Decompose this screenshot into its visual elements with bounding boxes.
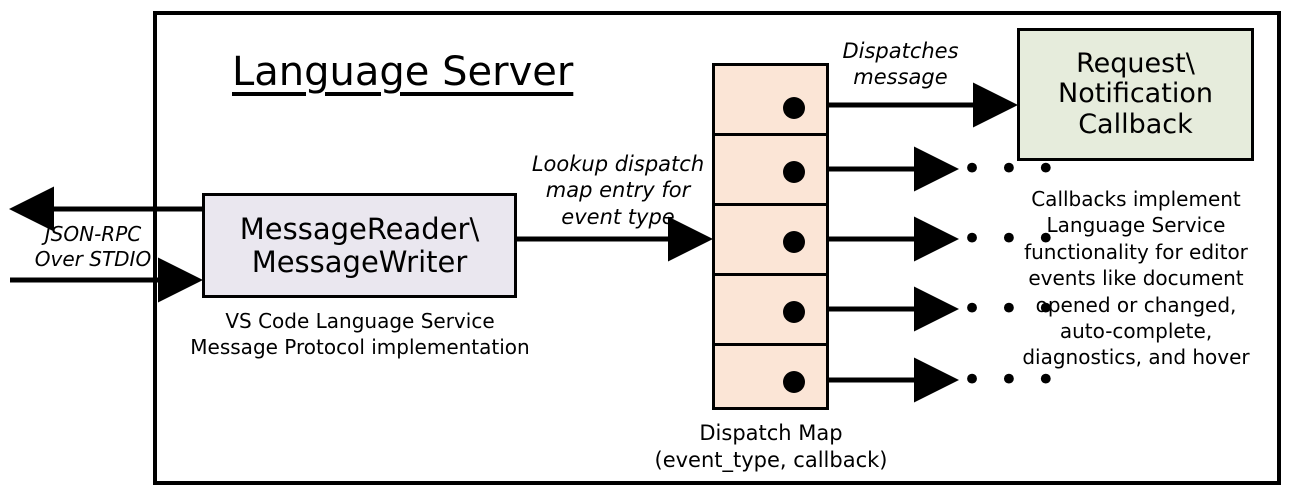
edge-label-dispatches-line-2: message	[853, 65, 948, 90]
callback-caption-line-2: Language Service	[1046, 213, 1226, 238]
node-callback-label: Request\ Notification Callback	[1058, 48, 1213, 140]
edge-label-lookup-line-2: map entry for	[545, 178, 691, 203]
node-request-notification-callback[interactable]: Request\ Notification Callback	[1017, 28, 1254, 161]
node-message-line-1: MessageReader\	[239, 212, 480, 247]
node-message-caption: VS Code Language Service Message Protoco…	[175, 308, 545, 360]
dispatch-map-row-1[interactable]	[712, 63, 829, 136]
dispatch-map-caption: Dispatch Map (event_type, callback)	[640, 420, 902, 474]
more-callbacks-ellipsis-2: • • •	[962, 149, 1059, 189]
dispatch-map-row-5[interactable]	[712, 343, 829, 410]
page-title: Language Server	[232, 49, 574, 95]
callback-caption-line-3: functionality for editor	[1024, 239, 1248, 264]
dispatch-map-table	[712, 63, 829, 410]
edge-label-lookup-line-3: event type	[561, 204, 675, 229]
node-message-line-2: MessageWriter	[251, 244, 468, 279]
node-callback-line-3: Callback	[1078, 108, 1193, 140]
more-callbacks-ellipsis-5: • • •	[962, 360, 1059, 400]
dispatch-map-dot-3	[783, 231, 805, 253]
callback-caption-line-7: diagnostics, and hover	[1022, 345, 1250, 370]
more-callbacks-ellipsis-4: • • •	[962, 289, 1059, 329]
edge-label-dispatches: Dispatches message	[828, 38, 973, 91]
dispatch-map-caption-line-2: (event_type, callback)	[654, 447, 888, 472]
edge-label-jsonrpc: JSON-RPC Over STDIO	[18, 222, 168, 272]
node-message-caption-line-1: VS Code Language Service	[225, 309, 495, 333]
node-callback-line-2: Notification	[1058, 78, 1213, 110]
dispatch-map-row-2[interactable]	[712, 133, 829, 206]
callback-caption-line-1: Callbacks implement	[1031, 187, 1241, 211]
edge-label-lookup: Lookup dispatch map entry for event type	[518, 151, 718, 230]
dispatch-map-dot-2	[783, 161, 805, 183]
edge-label-jsonrpc-line-2: Over STDIO	[34, 247, 152, 272]
dispatch-map-row-4[interactable]	[712, 273, 829, 346]
callback-caption-line-4: events like document	[1028, 266, 1244, 291]
callback-caption-line-5: opened or changed,	[1035, 292, 1237, 317]
dispatch-map-row-3[interactable]	[712, 203, 829, 276]
edge-label-jsonrpc-line-1: JSON-RPC	[44, 222, 142, 246]
dispatch-map-dot-1	[783, 97, 805, 119]
node-message-caption-line-2: Message Protocol implementation	[190, 335, 530, 359]
node-callback-line-1: Request\	[1076, 48, 1195, 80]
dispatch-map-dot-5	[783, 371, 805, 393]
dispatch-map-dot-4	[783, 301, 805, 323]
more-callbacks-ellipsis-3: • • •	[962, 219, 1059, 259]
node-message-reader-writer-label: MessageReader\ MessageWriter	[240, 213, 480, 278]
dispatch-map-caption-line-1: Dispatch Map	[699, 421, 843, 445]
edge-label-lookup-line-1: Lookup dispatch	[531, 152, 705, 176]
language-server-container	[153, 11, 1281, 485]
edge-label-dispatches-line-1: Dispatches	[842, 39, 959, 63]
node-message-reader-writer[interactable]: MessageReader\ MessageWriter	[202, 193, 517, 298]
callback-caption-line-6: auto-complete,	[1059, 318, 1213, 343]
node-callback-caption: Callbacks implement Language Service fun…	[1006, 186, 1266, 371]
